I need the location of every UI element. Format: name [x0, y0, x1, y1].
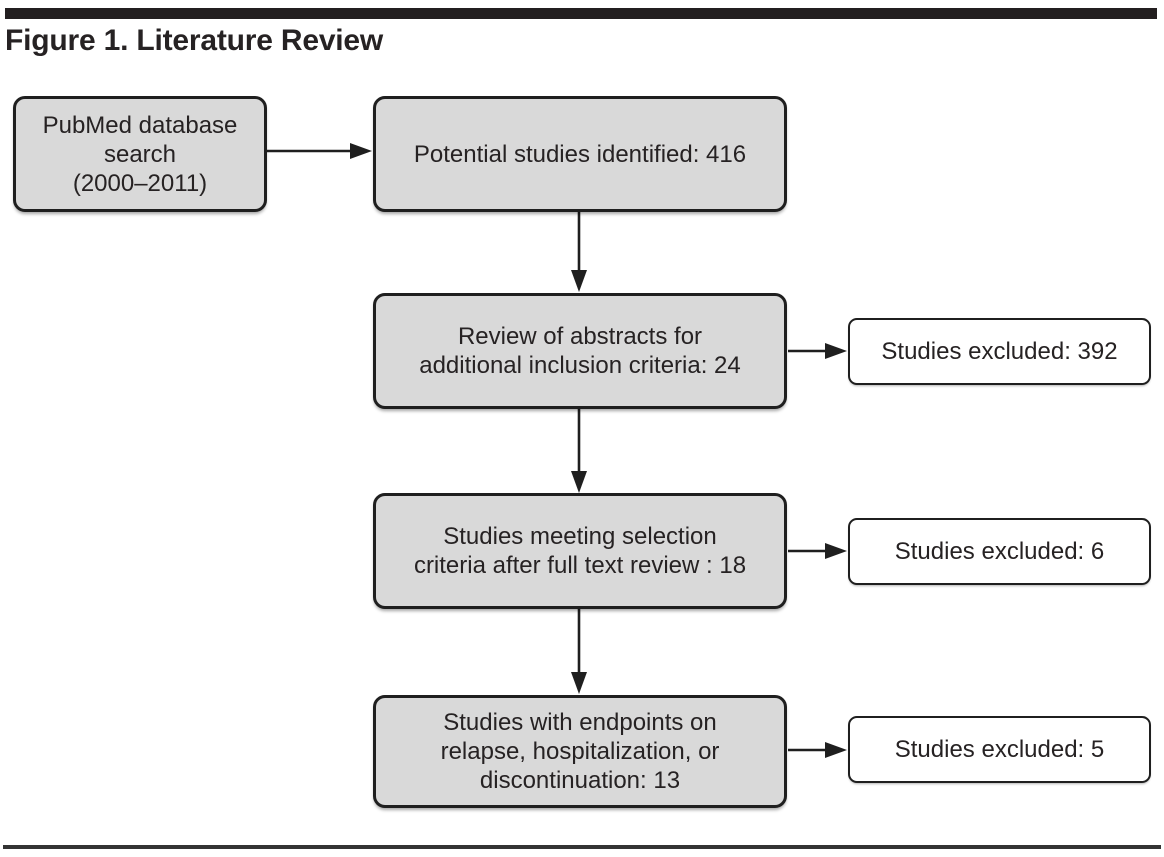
node-abstract-review: Review of abstracts for additional inclu… — [373, 293, 787, 409]
node-excluded-6: Studies excluded: 6 — [848, 518, 1151, 585]
node-pubmed-search: PubMed database search (2000–2011) — [13, 96, 267, 212]
arrow-abstracts-to-excluded-392 — [788, 343, 847, 359]
figure-title: Figure 1. Literature Review — [5, 24, 384, 57]
top-rule — [5, 8, 1157, 19]
node-excluded-392: Studies excluded: 392 — [848, 318, 1151, 385]
arrow-endpoints-to-excluded-5 — [788, 742, 847, 758]
node-endpoint-studies: Studies with endpoints on relapse, hospi… — [373, 695, 787, 808]
node-fulltext-review: Studies meeting selection criteria after… — [373, 493, 787, 609]
arrow-identified-to-abstracts — [571, 212, 587, 292]
arrow-fulltext-to-excluded-6 — [788, 543, 847, 559]
arrow-fulltext-to-endpoints — [571, 609, 587, 694]
node-studies-identified: Potential studies identified: 416 — [373, 96, 787, 212]
arrow-abstracts-to-fulltext — [571, 409, 587, 493]
node-excluded-5: Studies excluded: 5 — [848, 716, 1151, 783]
arrow-source-to-identified — [267, 143, 372, 159]
bottom-rule — [3, 845, 1161, 849]
